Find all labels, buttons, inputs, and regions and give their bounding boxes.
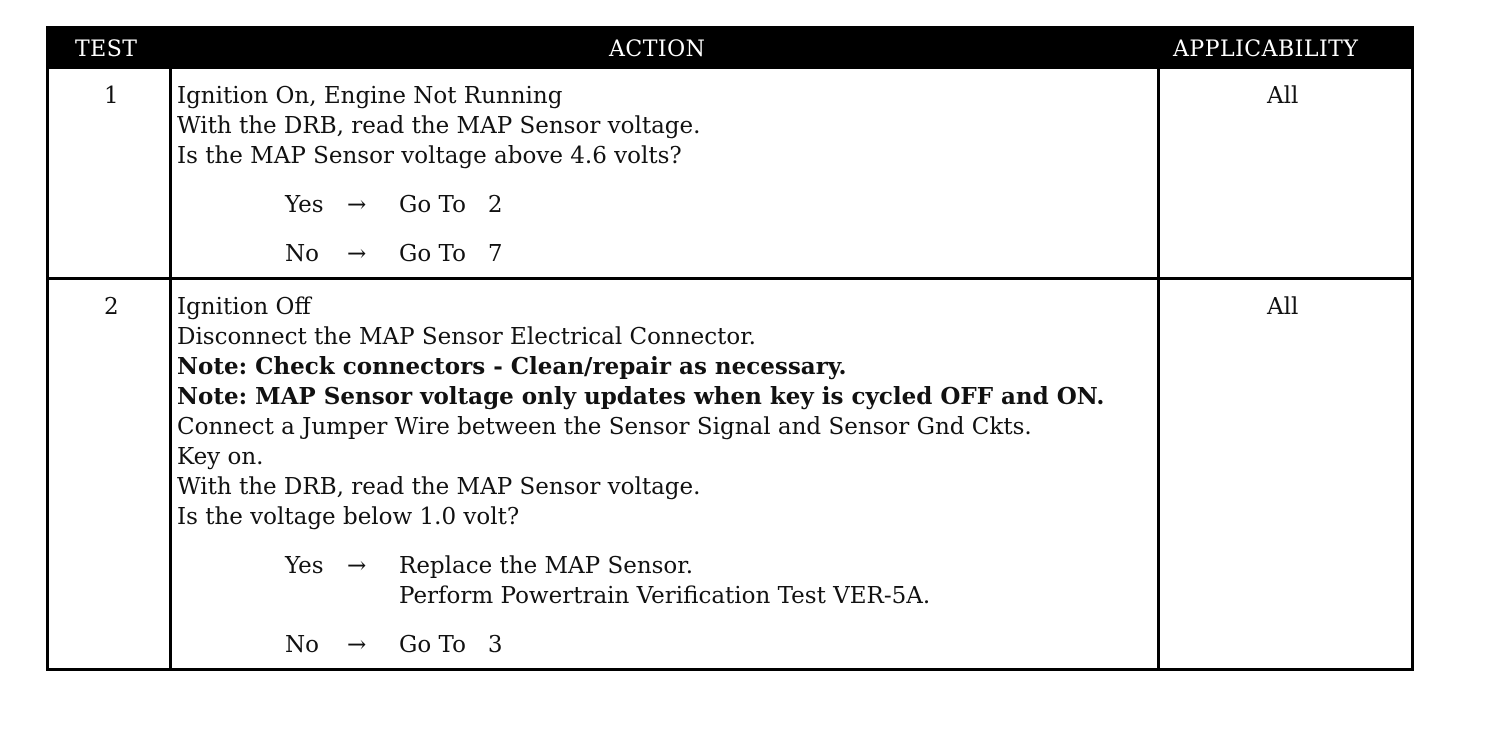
column-divider [169,69,172,668]
test-number: 2 [104,294,119,320]
arrow-icon: → [347,632,367,658]
action-line: Ignition Off [177,294,311,320]
yes-label: Yes [285,553,324,579]
no-label: No [285,241,319,267]
no-label: No [285,632,319,658]
action-line: With the DRB, read the MAP Sensor voltag… [177,474,701,500]
arrow-icon: → [347,553,367,579]
arrow-icon: → [347,192,367,218]
action-line: Key on. [177,444,264,470]
action-line: Disconnect the MAP Sensor Electrical Con… [177,324,756,350]
action-line: Is the voltage below 1.0 volt? [177,504,520,530]
action-line: With the DRB, read the MAP Sensor voltag… [177,113,701,139]
applicability-value: All [1267,83,1299,109]
arrow-icon: → [347,241,367,267]
note-line: Note: Check connectors - Clean/repair as… [177,353,847,380]
no-action: Go To 3 [399,632,503,658]
applicability-value: All [1267,294,1299,320]
header-applicability: APPLICABILITY [1173,37,1359,62]
yes-action: Replace the MAP Sensor. [399,553,694,579]
yes-action-continued: Perform Powertrain Verification Test VER… [399,583,931,609]
action-line: Is the MAP Sensor voltage above 4.6 volt… [177,143,682,169]
test-number: 1 [104,83,119,109]
action-line: Ignition On, Engine Not Running [177,83,563,109]
header-test: TEST [75,37,138,62]
header-action: ACTION [609,37,706,62]
action-line: Connect a Jumper Wire between the Sensor… [177,414,1032,440]
yes-label: Yes [285,192,324,218]
column-divider [1157,69,1160,668]
note-line: Note: MAP Sensor voltage only updates wh… [177,383,1105,410]
no-action: Go To 7 [399,241,503,267]
diagnostic-test-table: TEST ACTION APPLICABILITY 1 All Ignition… [46,26,1414,671]
row-divider [49,277,1411,280]
table-header: TEST ACTION APPLICABILITY [49,29,1411,69]
yes-action: Go To 2 [399,192,503,218]
